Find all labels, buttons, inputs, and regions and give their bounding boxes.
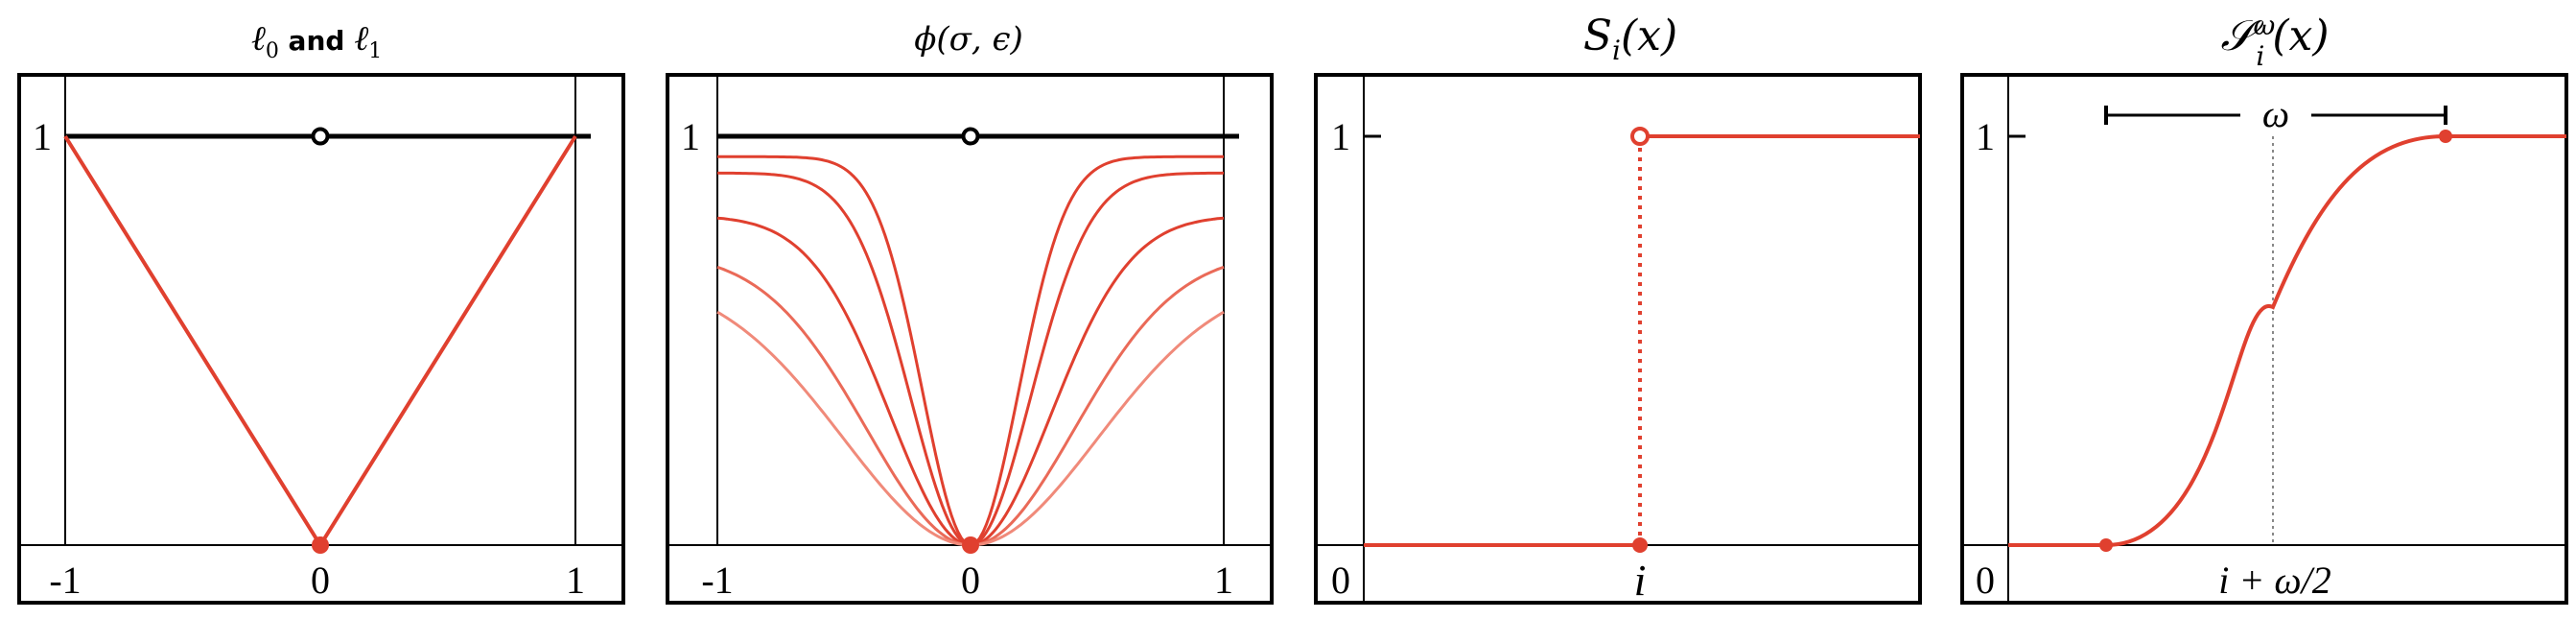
panel-l0-l1: ℓ0 and ℓ1 1 -1 0 1: [17, 19, 625, 605]
panel-2-xtick-0: 0: [961, 559, 980, 602]
panel-1-xtick-neg1: -1: [49, 559, 81, 602]
s-tail: (x): [1621, 12, 1677, 60]
ell-symbol-b: ℓ: [354, 19, 368, 59]
panel-3-title: Si(x): [1583, 12, 1677, 66]
ell-sub-1: 1: [368, 39, 382, 63]
panel-4-frame: [1960, 73, 2568, 605]
s-sup-omega: ω: [2254, 10, 2276, 41]
s-sub-i: i: [1612, 35, 1621, 66]
panel-phi: ϕ(σ, ϵ) 1 -1 0 1: [666, 20, 1274, 605]
panel-4-xtick-center: i + ω/2: [2218, 559, 2330, 602]
panel-1-open-point: [311, 127, 330, 146]
panel-1-title: ℓ0 and ℓ1: [251, 19, 382, 63]
panel-1-frame: [17, 73, 625, 605]
panel-step: Si(x) 1 0 i: [1314, 12, 1922, 605]
panel-2-frame: [666, 73, 1274, 605]
s-symbol: S: [1583, 12, 1612, 60]
panel-4-width-label: ω: [2262, 92, 2289, 135]
phi-curve-5: [716, 310, 1225, 547]
ell-symbol-a: ℓ: [251, 19, 266, 59]
s-tail-4: (x): [2272, 12, 2329, 60]
panel-1-xtick-0: 0: [311, 559, 330, 602]
panel-4-smooth-curve: [2008, 134, 2566, 547]
panel-4-ytick-1: 1: [1976, 115, 1995, 158]
panel-3-ytick-1: 1: [1331, 115, 1350, 158]
panel-2-xtick-neg1: -1: [701, 559, 733, 602]
panel-3-ytick-0: 0: [1331, 559, 1350, 602]
panel-1-v-curve: [63, 134, 577, 549]
panel-4-ytick-0: 0: [1976, 559, 1995, 602]
panel-3-frame: [1314, 73, 1922, 605]
panel-3-xtick-i: i: [1634, 556, 1647, 605]
ell-sub-0: 0: [266, 39, 279, 63]
panel-1-filled-point: [312, 536, 329, 554]
phi-curve-3: [716, 216, 1225, 547]
panel-2-title: ϕ(σ, ϵ): [914, 20, 1023, 59]
panel-3-filled-point: [1632, 537, 1648, 553]
panel-3-open-point: [1630, 127, 1650, 146]
s-sub-i-4: i: [2256, 40, 2264, 72]
panel-2-filled-point: [962, 536, 979, 554]
title-and-word: and: [279, 25, 354, 57]
panel-4-end-point: [2439, 130, 2452, 143]
panel-2-ytick-1: 1: [681, 115, 700, 158]
panel-2-open-point: [961, 127, 980, 146]
panel-1-xtick-1: 1: [566, 559, 585, 602]
panel-2-curve-group: [716, 155, 1225, 547]
phi-curve-4: [716, 265, 1225, 547]
phi-curve-2: [716, 171, 1225, 547]
panel-1-ytick-1: 1: [33, 115, 52, 158]
panel-2-xtick-1: 1: [1214, 559, 1233, 602]
panel-4-start-point: [2099, 538, 2113, 552]
phi-curve-1: [717, 155, 1224, 547]
